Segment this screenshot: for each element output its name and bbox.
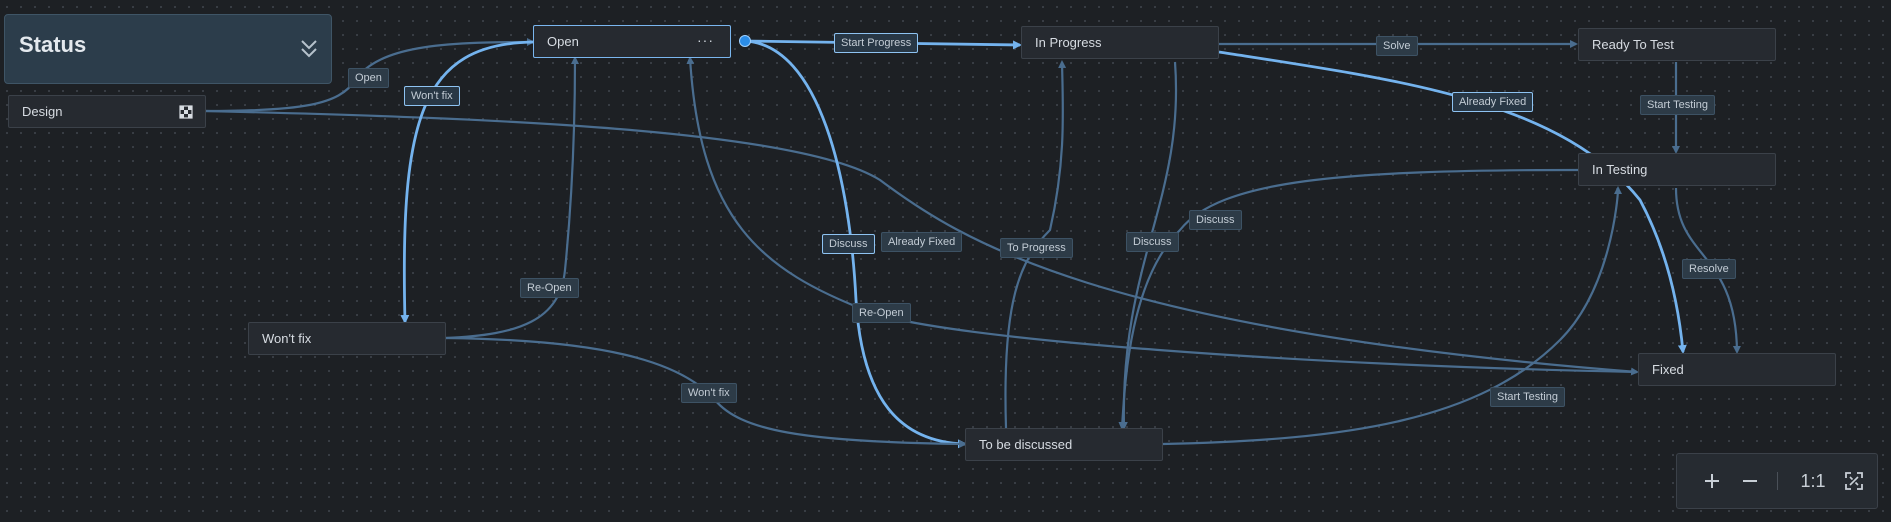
transition-to-progress[interactable]: To Progress bbox=[1000, 238, 1073, 258]
edge-wontfix-open bbox=[445, 56, 579, 340]
plus-icon bbox=[1705, 474, 1719, 488]
edge-intesting-fixed bbox=[1674, 187, 1741, 354]
edge-inprogress-fixed bbox=[1218, 50, 1687, 354]
node-label: To be discussed bbox=[979, 437, 1073, 452]
zoom-divider bbox=[1777, 472, 1778, 490]
transition-wont-fix[interactable]: Won't fix bbox=[681, 383, 737, 403]
node-label: Fixed bbox=[1652, 362, 1684, 377]
minus-icon bbox=[1743, 480, 1757, 482]
fit-screen-icon bbox=[1845, 472, 1863, 490]
transition-discuss[interactable]: Discuss bbox=[1126, 232, 1179, 252]
transition-re-open[interactable]: Re-Open bbox=[520, 278, 579, 298]
transition-already-fixed[interactable]: Already Fixed bbox=[881, 232, 963, 252]
edge-fixed-open bbox=[686, 56, 1638, 374]
edge-discussed-inprogress bbox=[1004, 60, 1067, 429]
transition-wont-fix[interactable]: Won't fix bbox=[404, 86, 460, 106]
transition-start-testing[interactable]: Start Testing bbox=[1640, 95, 1715, 115]
checkered-flag-icon bbox=[179, 105, 193, 119]
node-label: In Progress bbox=[1035, 35, 1102, 50]
node-wont-fix[interactable]: Won't fix bbox=[248, 322, 446, 355]
node-label: In Testing bbox=[1592, 162, 1648, 177]
zoom-out-button[interactable] bbox=[1735, 464, 1765, 498]
transition-solve[interactable]: Solve bbox=[1376, 36, 1418, 56]
transition-discuss[interactable]: Discuss bbox=[822, 234, 875, 254]
zoom-reset-button[interactable]: 1:1 bbox=[1793, 464, 1833, 498]
transition-start-testing[interactable]: Start Testing bbox=[1490, 387, 1565, 407]
zoom-reset-label: 1:1 bbox=[1800, 470, 1826, 491]
node-design[interactable]: Design bbox=[8, 95, 206, 128]
transition-already-fixed[interactable]: Already Fixed bbox=[1452, 92, 1534, 112]
node-in-progress[interactable]: In Progress bbox=[1021, 26, 1219, 59]
node-fixed[interactable]: Fixed bbox=[1638, 353, 1836, 386]
node-label: Open bbox=[547, 34, 579, 49]
edge-design-fixed bbox=[205, 109, 1639, 376]
node-in-testing[interactable]: In Testing bbox=[1578, 153, 1776, 186]
node-to-be-discussed[interactable]: To be discussed bbox=[965, 428, 1163, 461]
more-options-icon[interactable]: ··· bbox=[697, 32, 714, 48]
transition-discuss[interactable]: Discuss bbox=[1189, 210, 1242, 230]
transition-start-progress[interactable]: Start Progress bbox=[834, 33, 919, 53]
status-panel-title: Status bbox=[19, 32, 87, 57]
transition-open[interactable]: Open bbox=[348, 68, 389, 88]
connection-port[interactable] bbox=[739, 35, 751, 47]
chevrons-down-icon[interactable] bbox=[299, 35, 319, 63]
edge-discussed-intesting bbox=[1162, 186, 1622, 446]
transition-resolve[interactable]: Resolve bbox=[1682, 259, 1736, 279]
node-ready-to-test[interactable]: Ready To Test bbox=[1578, 28, 1776, 61]
edge-open-discussed bbox=[744, 39, 967, 449]
fit-view-button[interactable] bbox=[1839, 464, 1869, 498]
node-label: Design bbox=[22, 104, 63, 119]
node-label: Ready To Test bbox=[1592, 37, 1674, 52]
node-label: Won't fix bbox=[262, 331, 312, 346]
edge-open-wontfix bbox=[400, 40, 534, 324]
node-open[interactable]: Open ··· bbox=[533, 25, 731, 58]
zoom-in-button[interactable] bbox=[1697, 464, 1727, 498]
status-panel: Status bbox=[4, 14, 332, 84]
zoom-controls: 1:1 bbox=[1676, 453, 1878, 509]
transition-re-open[interactable]: Re-Open bbox=[852, 303, 911, 323]
